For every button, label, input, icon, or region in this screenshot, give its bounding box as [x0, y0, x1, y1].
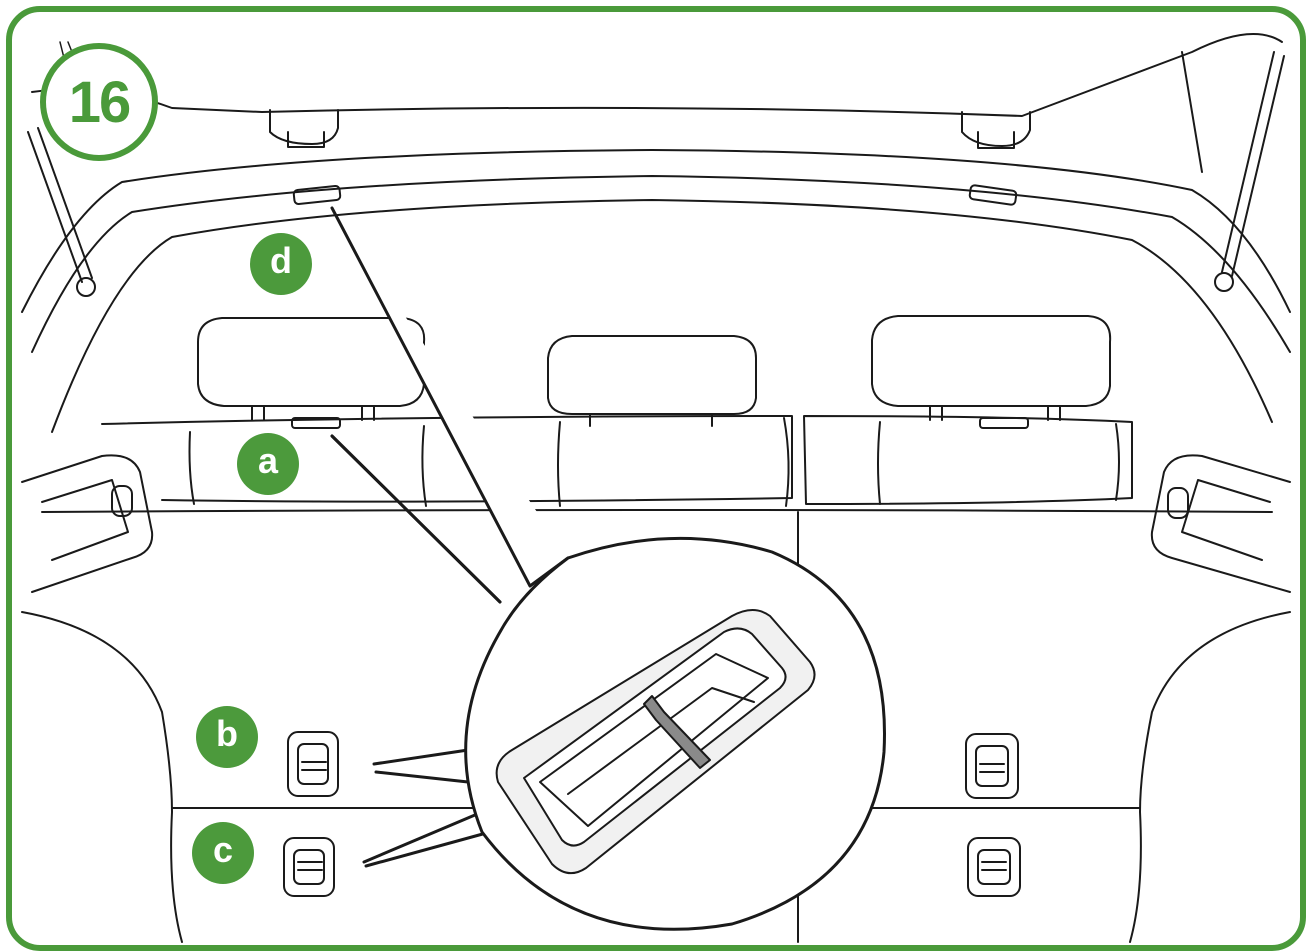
- tailgate-opening: [21, 33, 1291, 433]
- step-number-badge: 16: [40, 43, 158, 161]
- callout-d: d: [250, 233, 312, 295]
- callout-a: a: [237, 433, 299, 495]
- illustration-frame: 16 d a b c: [6, 6, 1306, 951]
- trunk-line-drawing: [21, 33, 1291, 943]
- release-lever-detail: [495, 609, 816, 875]
- floor-anchors: [283, 731, 1021, 897]
- callout-b: b: [196, 706, 258, 768]
- callout-c: c: [192, 822, 254, 884]
- headrests: [197, 315, 1112, 429]
